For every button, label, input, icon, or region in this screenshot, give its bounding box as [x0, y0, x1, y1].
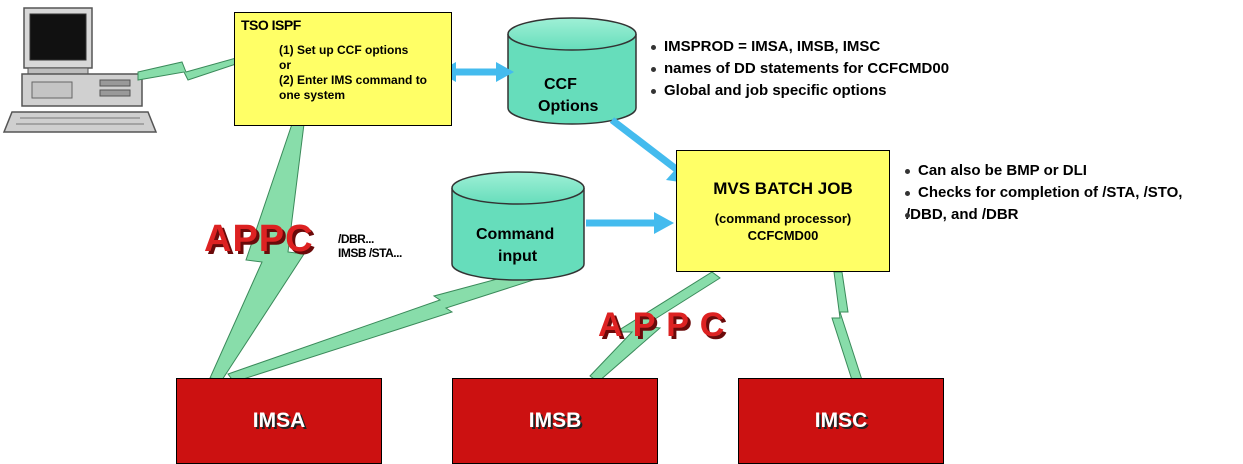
tso-line-3: (2) Enter IMS command to — [279, 73, 428, 87]
appc-left-label: APPC — [204, 218, 314, 260]
tso-line-2: or — [279, 58, 291, 72]
appc-link-batch-imsb-bolt — [589, 271, 721, 383]
command-example-2: IMSB /STA... — [338, 246, 402, 260]
command-input-label-1: Command — [476, 226, 555, 243]
ccf-options-cylinder — [507, 17, 637, 125]
ccf-options-label-1: CCF — [544, 76, 577, 93]
batch-note-item: Checks for completion of /STA, /STO, — [902, 182, 1182, 204]
tso-ispf-box: TSO ISPF (1) Set up CCF options or (2) E… — [234, 12, 452, 126]
batch-note-continuation: /DBD, and /DBR — [902, 204, 1182, 226]
ccf-note-item: Global and job specific options — [648, 80, 949, 102]
tso-line-1: (1) Set up CCF options — [279, 43, 409, 57]
batch-line-1: (command processor) — [714, 211, 852, 226]
batch-note-item: Can also be BMP or DLI — [902, 160, 1182, 182]
ims-system-label: IMSA — [252, 409, 306, 432]
ims-system-box-imsc: IMSC — [738, 378, 944, 464]
tso-ispf-title: TSO ISPF — [241, 17, 301, 33]
ims-system-box-imsa: IMSA — [176, 378, 382, 464]
ccf-note-item: IMSPROD = IMSA, IMSB, IMSC — [648, 36, 949, 58]
mvs-batch-job-box: MVS BATCH JOB (command processor) CCFCMD… — [676, 150, 890, 272]
ccf-notes-list: IMSPROD = IMSA, IMSB, IMSC names of DD s… — [648, 36, 949, 102]
appc-center-label: A P P C — [598, 306, 726, 344]
ims-system-label: IMSB — [528, 409, 582, 432]
tso-line-4: one system — [279, 88, 346, 102]
ims-system-label: IMSC — [814, 409, 868, 432]
ccf-note-item: names of DD statements for CCFCMD00 — [648, 58, 949, 80]
batch-line-2: CCFCMD00 — [747, 228, 819, 243]
computer-terminal-icon — [2, 7, 158, 133]
batch-title: MVS BATCH JOB — [713, 179, 853, 198]
command-to-batch-arrow — [586, 212, 674, 234]
command-input-label-2: input — [498, 248, 538, 265]
ims-system-box-imsb: IMSB — [452, 378, 658, 464]
batch-notes-list: Can also be BMP or DLI Checks for comple… — [902, 160, 1182, 226]
appc-link-terminal-bolt — [137, 57, 237, 81]
command-input-cylinder — [451, 171, 585, 281]
ccf-options-label-2: Options — [538, 98, 599, 115]
appc-link-batch-imsc-bolt — [831, 271, 863, 381]
command-example-1: /DBR... — [338, 232, 374, 246]
